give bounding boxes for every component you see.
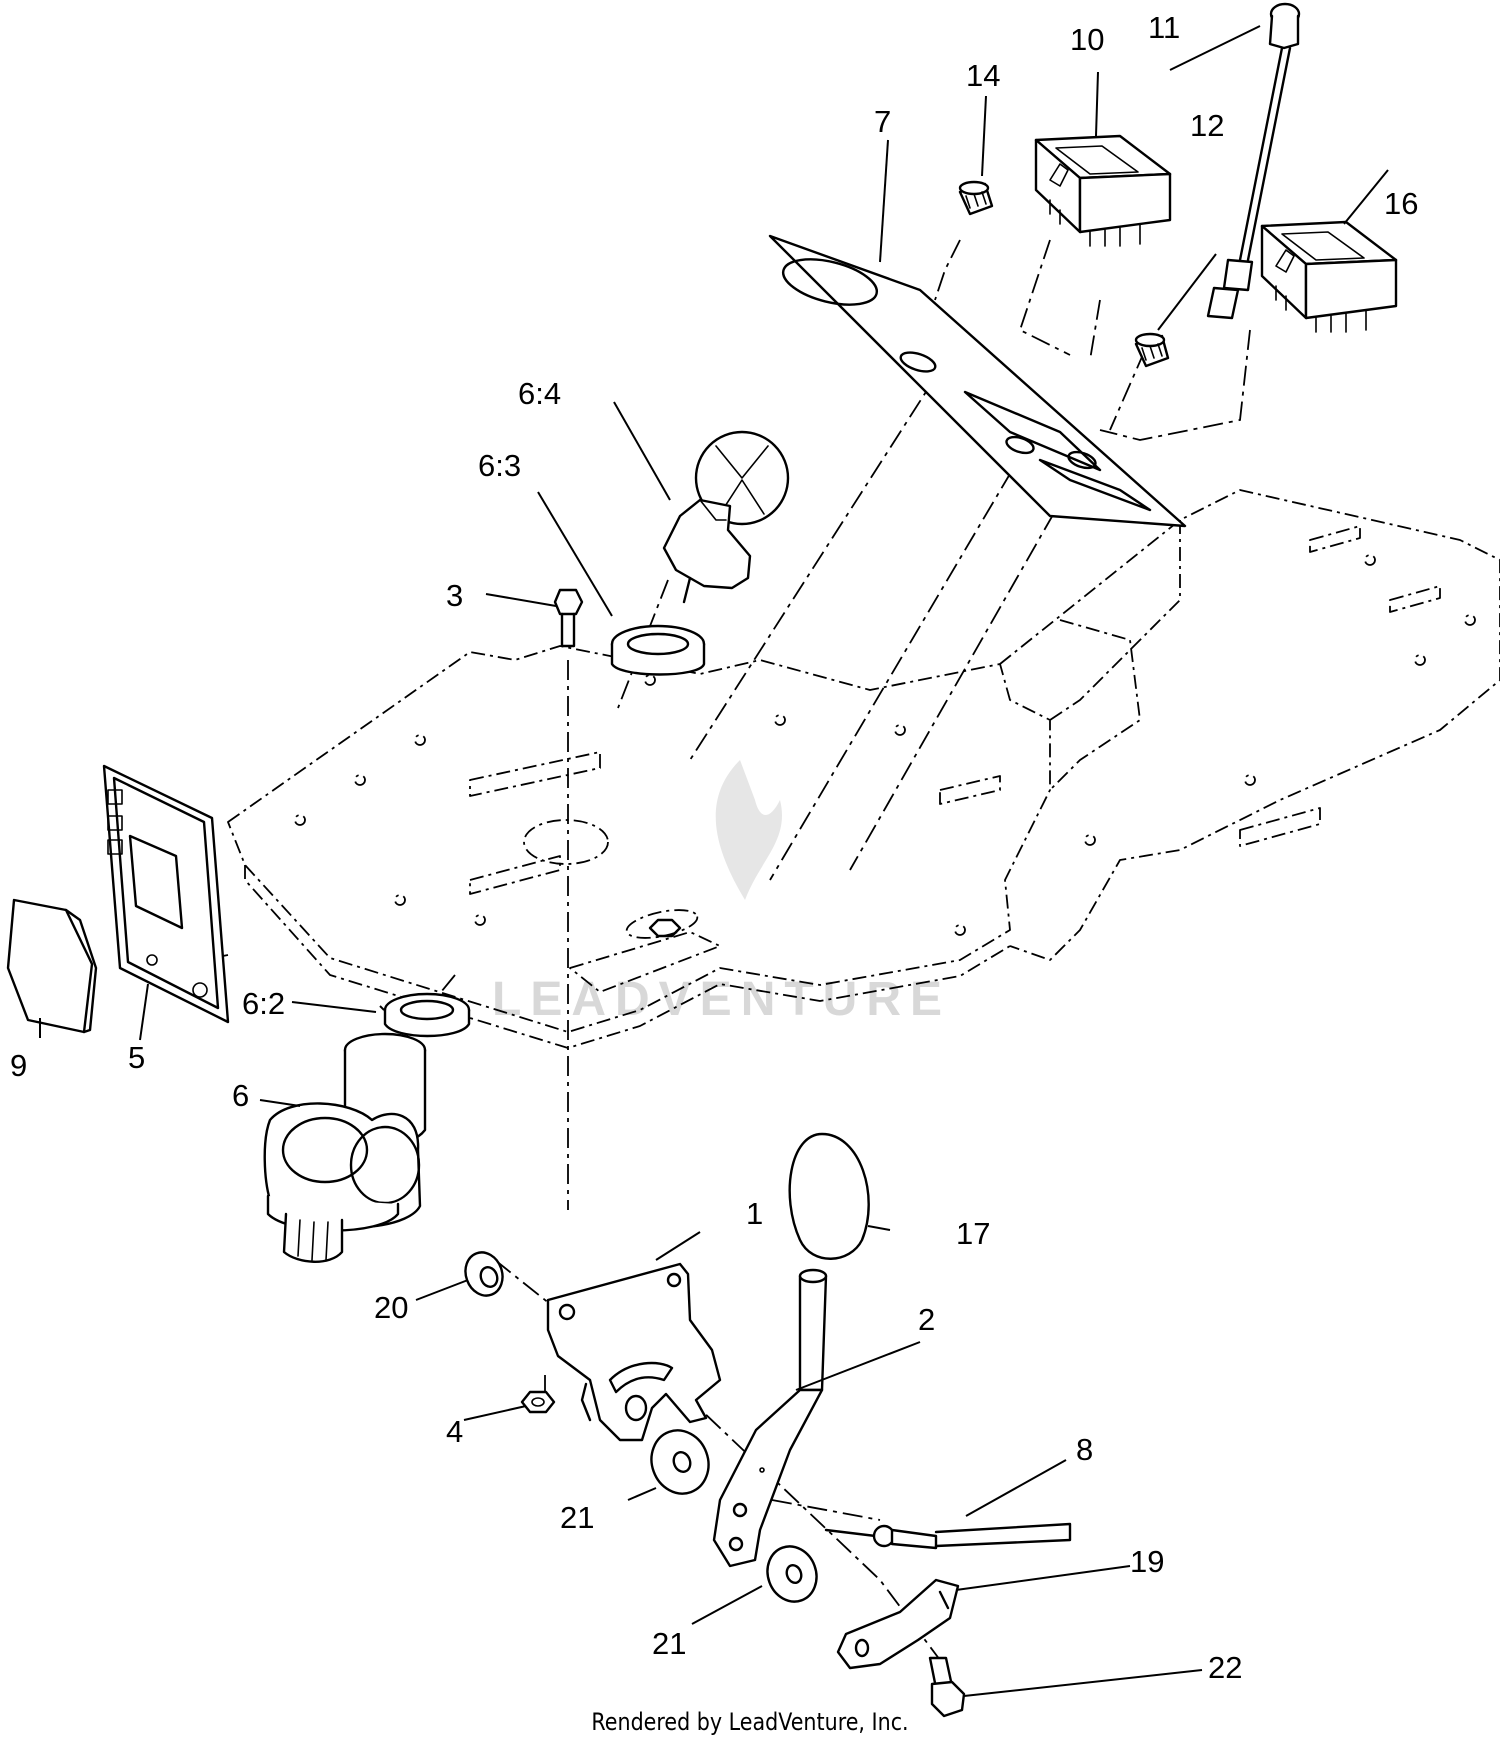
- part-11-wire: [1206, 2, 1301, 320]
- part-22-bolt: [928, 1656, 966, 1718]
- footer-credit: Rendered by LeadVenture, Inc.: [591, 1708, 909, 1736]
- part-14-plug: [958, 180, 994, 216]
- callout-10: 10: [1070, 22, 1104, 57]
- part-16-switch: [1260, 220, 1398, 333]
- part-2-lever: [712, 1268, 828, 1568]
- part-1-bracket: [546, 1262, 722, 1442]
- part-6-3-nut: [610, 624, 706, 676]
- callout-6-4: 6:4: [518, 376, 561, 411]
- part-6-ignition-switch: [263, 1032, 427, 1263]
- callout-19: 19: [1130, 1544, 1164, 1579]
- part-21-washer-lower: [766, 1545, 818, 1603]
- callout-11: 11: [1148, 10, 1180, 45]
- part-7-panel-plate: [768, 234, 1187, 528]
- callout-8: 8: [1076, 1432, 1093, 1467]
- leader-lines: [39, 25, 1389, 1697]
- callout-2: 2: [918, 1302, 935, 1337]
- callout-14: 14: [966, 58, 1000, 93]
- part-12-plug: [1134, 332, 1170, 368]
- callout-22: 22: [1208, 1650, 1242, 1685]
- callout-6: 6: [232, 1078, 249, 1113]
- assembly-lines: [139, 239, 1251, 1661]
- watermark-text: LEADVENTURE: [492, 973, 951, 1026]
- callout-12: 12: [1190, 108, 1224, 143]
- callout-5: 5: [128, 1040, 145, 1075]
- callout-6-2: 6:2: [242, 986, 285, 1021]
- part-10-switch: [1034, 134, 1172, 247]
- frame-plate: [227, 489, 1500, 1049]
- part-20-bushing: [464, 1251, 504, 1297]
- callout-6-3: 6:3: [478, 448, 521, 483]
- callout-17: 17: [956, 1216, 990, 1251]
- callout-20: 20: [374, 1290, 408, 1325]
- part-8-cable: [824, 1522, 1072, 1550]
- callout-7: 7: [874, 104, 891, 139]
- callout-21-lower: 21: [652, 1626, 686, 1661]
- part-5-bezel: [102, 764, 230, 1024]
- callout-9: 9: [10, 1048, 27, 1083]
- part-3-bolt: [553, 588, 584, 648]
- callout-4: 4: [446, 1414, 463, 1449]
- watermark: LEADVENTURE: [492, 760, 951, 1026]
- callout-1: 1: [746, 1196, 763, 1231]
- part-19-clip: [836, 1578, 960, 1670]
- watermark-flame-icon: [715, 760, 782, 900]
- part-21-washer-upper: [650, 1429, 710, 1495]
- part-6-2-nut: [383, 992, 471, 1038]
- part-9-lens: [6, 898, 98, 1034]
- part-17-knob: [788, 1132, 870, 1260]
- part-6-4-bulb: [662, 430, 790, 604]
- part-4-nut: [520, 1390, 556, 1414]
- callout-labels: 11 10 14 7 12 16 6:4 6:3 3 6:2 9 5 6 1 1…: [10, 10, 1418, 1685]
- callout-3: 3: [446, 578, 463, 613]
- callout-21-upper: 21: [560, 1500, 594, 1535]
- callout-16: 16: [1384, 186, 1418, 221]
